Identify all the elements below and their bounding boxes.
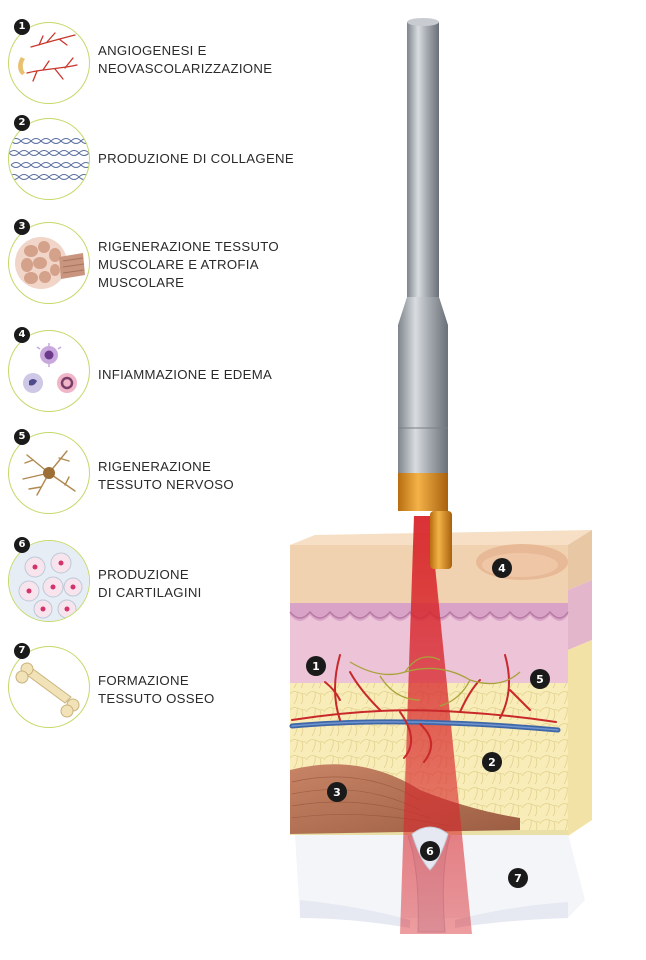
- nerve-fibers: [349, 656, 521, 707]
- legend-label-line: PRODUZIONE DI COLLAGENE: [98, 151, 294, 166]
- legend-item-7: 7 FORMAZIONE TESSUTO OSSEO: [8, 643, 338, 732]
- legend-number-badge: 7: [14, 643, 30, 659]
- svg-text:3: 3: [333, 786, 341, 799]
- svg-text:2: 2: [488, 756, 496, 769]
- legend-label-line: TESSUTO NERVOSO: [98, 477, 234, 492]
- legend-number-badge: 2: [14, 115, 30, 131]
- legend-label-line: MUSCOLARE: [98, 275, 185, 290]
- neuron-icon: [8, 432, 90, 514]
- legend-label-line: DI CARTILAGINI: [98, 585, 202, 600]
- svg-text:1: 1: [312, 660, 320, 673]
- legend-item-1: 1 ANGIOGENESI E NEOVASCOLARIZZAZIONE: [8, 19, 338, 108]
- marker-1: 1: [306, 656, 326, 676]
- cartilage-cells-icon: [8, 540, 90, 622]
- marker-2: 2: [482, 752, 502, 772]
- legend-label-line: MUSCOLARE E ATROFIA: [98, 257, 259, 272]
- diagram-markers: 1 2 3 4 5 6 7: [306, 558, 550, 888]
- marker-3: 3: [327, 782, 347, 802]
- legend-label-line: RIGENERAZIONE: [98, 459, 212, 474]
- legend-label-line: TESSUTO OSSEO: [98, 691, 215, 706]
- legend-item-3: 3 RIGENERAZIONE TESSUTO MUSCOLARE E ATRO…: [8, 219, 338, 308]
- svg-text:4: 4: [498, 562, 506, 575]
- legend-number-badge: 5: [14, 429, 30, 445]
- immune-cells-icon: [8, 330, 90, 412]
- svg-text:5: 5: [536, 673, 544, 686]
- legend-label: FORMAZIONE TESSUTO OSSEO: [98, 672, 215, 708]
- legend-label-line: FORMAZIONE: [98, 673, 189, 688]
- legend-label: RIGENERAZIONE TESSUTO NERVOSO: [98, 458, 234, 494]
- marker-4: 4: [492, 558, 512, 578]
- legend-label: PRODUZIONE DI CARTILAGINI: [98, 566, 202, 602]
- blood-vessels-icon: [8, 22, 90, 104]
- legend-label-line: ANGIOGENESI E: [98, 43, 207, 58]
- legend-number-badge: 3: [14, 219, 30, 235]
- legend-number-badge: 6: [14, 537, 30, 553]
- legend-number-badge: 4: [14, 327, 30, 343]
- legend-label: ANGIOGENESI E NEOVASCOLARIZZAZIONE: [98, 42, 272, 78]
- marker-5: 5: [530, 669, 550, 689]
- muscle-tissue-icon: [8, 222, 90, 304]
- legend-label: RIGENERAZIONE TESSUTO MUSCOLARE E ATROFI…: [98, 238, 279, 292]
- svg-text:7: 7: [514, 872, 522, 885]
- legend-label-line: INFIAMMAZIONE E EDEMA: [98, 367, 273, 382]
- legend-item-5: 5 RIGENERAZIONE TESSUTO NERVOSO: [8, 429, 338, 518]
- legend-item-2: 2 PRODUZIONE DI COLLAGENE: [8, 115, 338, 204]
- bone-icon: [8, 646, 90, 728]
- marker-7: 7: [508, 868, 528, 888]
- blood-vessels: [289, 654, 561, 763]
- legend-number-badge: 1: [14, 19, 30, 35]
- legend-label: PRODUZIONE DI COLLAGENE: [98, 150, 294, 168]
- collagen-fibers-icon: [8, 118, 90, 200]
- legend-label-line: RIGENERAZIONE TESSUTO: [98, 239, 279, 254]
- marker-6: 6: [420, 841, 440, 861]
- legend-item-6: 6 PRODUZIONE DI CARTILAGINI: [8, 537, 338, 626]
- legend-label-line: PRODUZIONE: [98, 567, 189, 582]
- svg-text:6: 6: [426, 845, 434, 858]
- laser-probe: [398, 18, 452, 569]
- legend-item-4: 4 INFIAMMAZIONE E EDEMA: [8, 327, 338, 416]
- tissue-block-side: [568, 530, 592, 836]
- legend-label: INFIAMMAZIONE E EDEMA: [98, 366, 272, 384]
- legend-label-line: NEOVASCOLARIZZAZIONE: [98, 61, 273, 76]
